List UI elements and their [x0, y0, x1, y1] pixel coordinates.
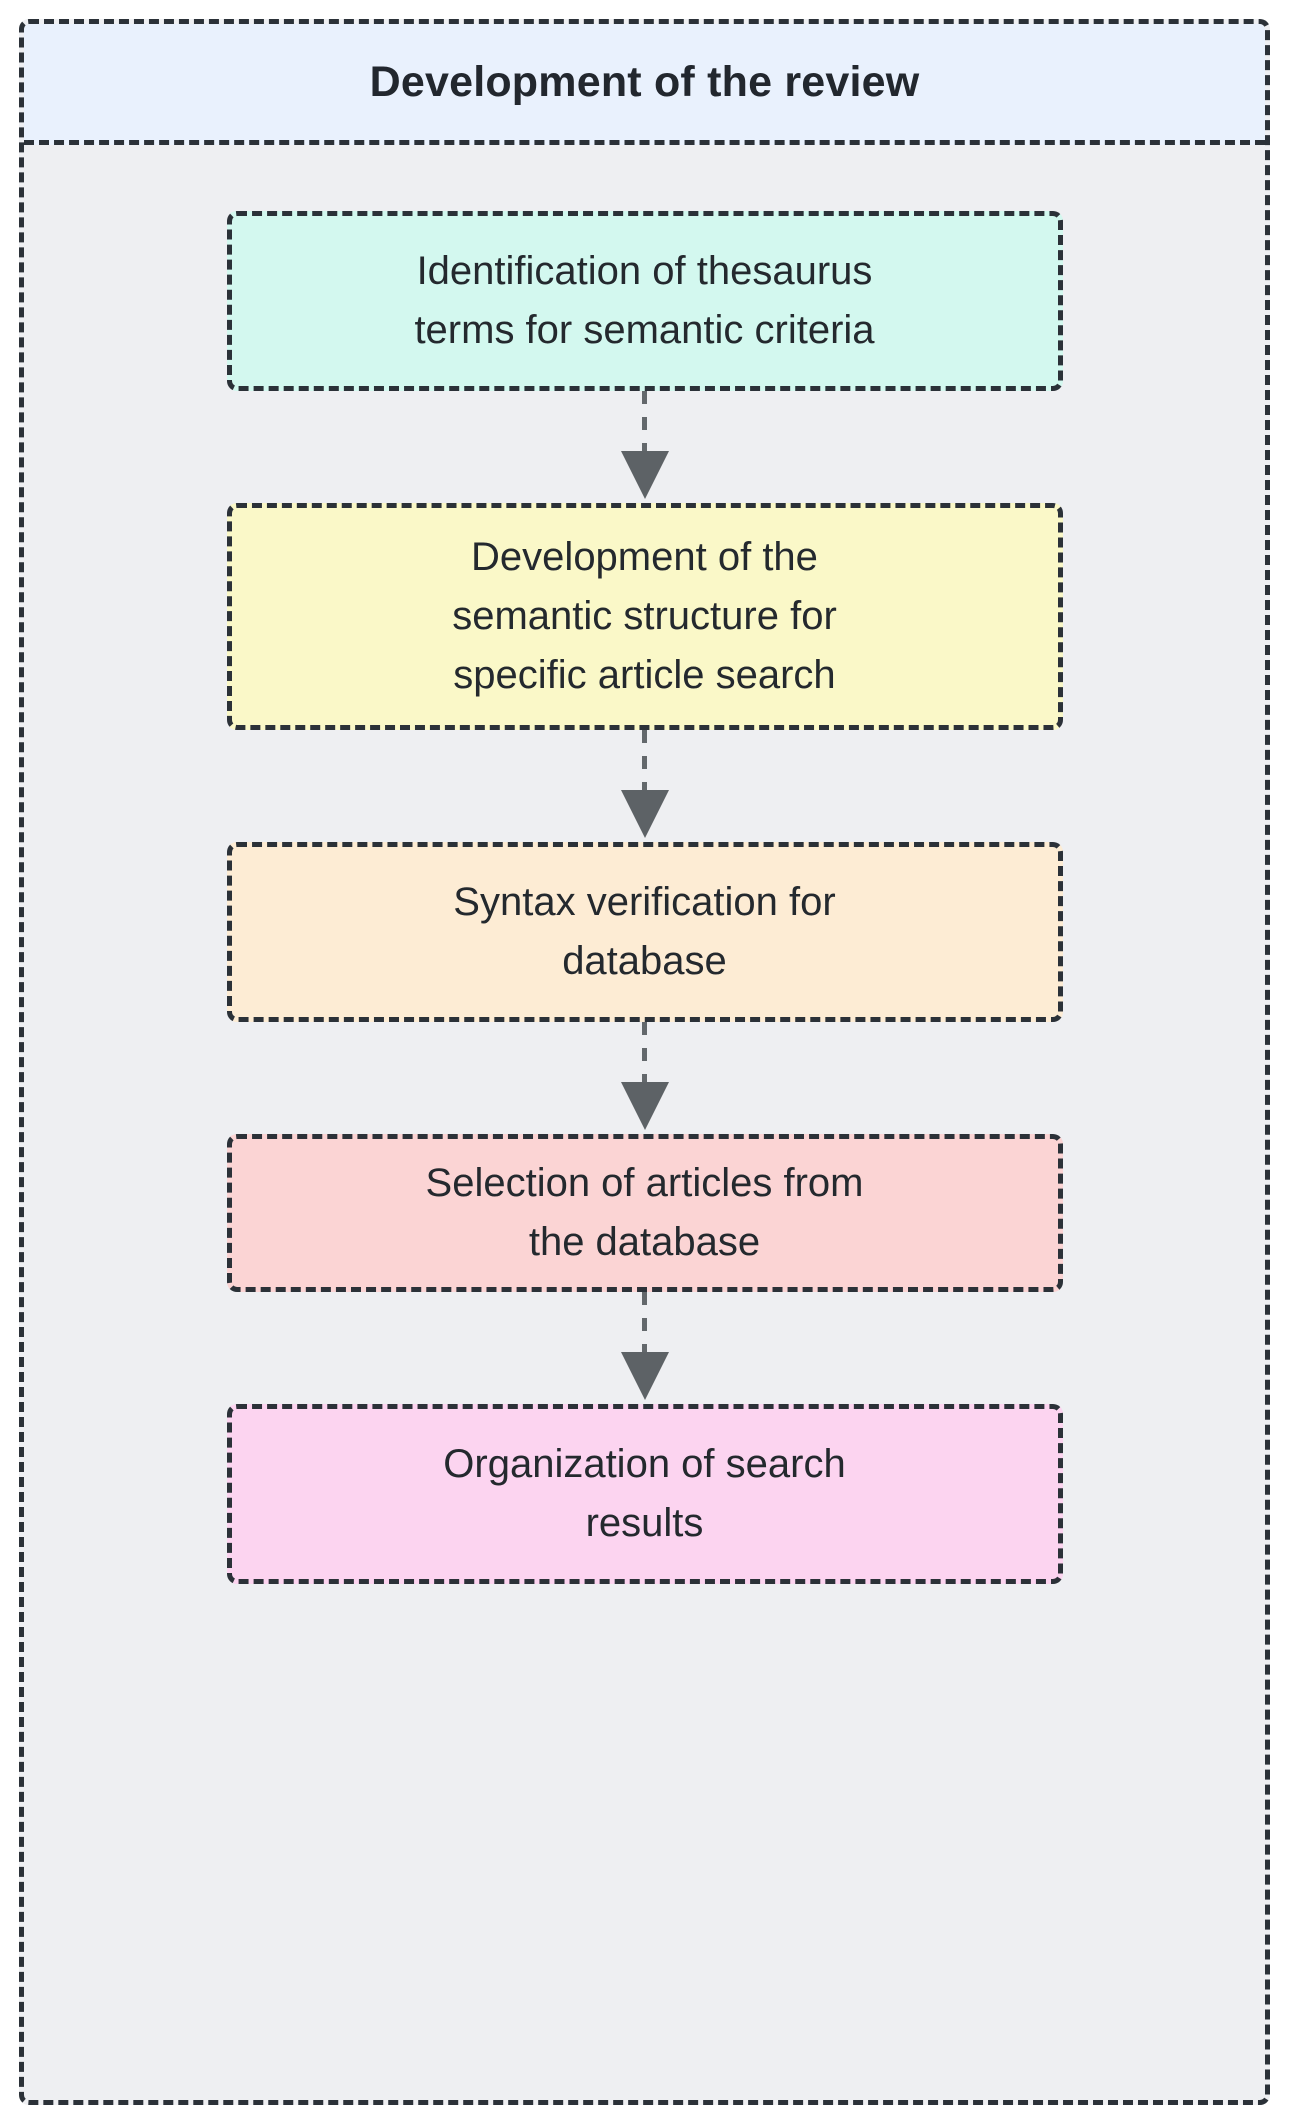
flow-arrow-1	[620, 391, 669, 503]
subgraph-container: Development of the review Identification…	[19, 19, 1270, 2105]
arrow-line-icon	[642, 730, 647, 792]
flow-node-development[interactable]: Development of the semantic structure fo…	[226, 503, 1063, 730]
arrow-head-icon	[620, 451, 669, 499]
flow-node-syntax-verification[interactable]: Syntax verification for database	[226, 842, 1063, 1022]
flow-node-label: Identification of thesaurus terms for se…	[414, 248, 875, 352]
flow-node-label: Organization of search results	[443, 1441, 846, 1545]
flow-arrow-2	[620, 730, 669, 842]
arrow-line-icon	[642, 1292, 647, 1354]
flow-node-label: Development of the semantic structure fo…	[452, 534, 837, 698]
arrow-head-icon	[620, 1082, 669, 1130]
arrow-line-icon	[642, 391, 647, 453]
arrow-head-icon	[620, 1352, 669, 1400]
arrow-line-icon	[642, 1022, 647, 1084]
arrow-head-icon	[620, 790, 669, 838]
flow-node-organization[interactable]: Organization of search results	[226, 1404, 1063, 1584]
page-title: Development of the review	[369, 57, 920, 106]
flow-arrow-3	[620, 1022, 669, 1134]
subgraph-title-bar: Development of the review	[24, 24, 1265, 145]
flow-column: Identification of thesaurus terms for se…	[24, 145, 1265, 2105]
flow-node-label: Syntax verification for database	[453, 879, 836, 983]
flow-node-label: Selection of articles from the database	[425, 1160, 864, 1264]
flow-arrow-4	[620, 1292, 669, 1404]
flow-node-selection[interactable]: Selection of articles from the database	[226, 1134, 1063, 1292]
flow-node-identification[interactable]: Identification of thesaurus terms for se…	[226, 211, 1063, 391]
